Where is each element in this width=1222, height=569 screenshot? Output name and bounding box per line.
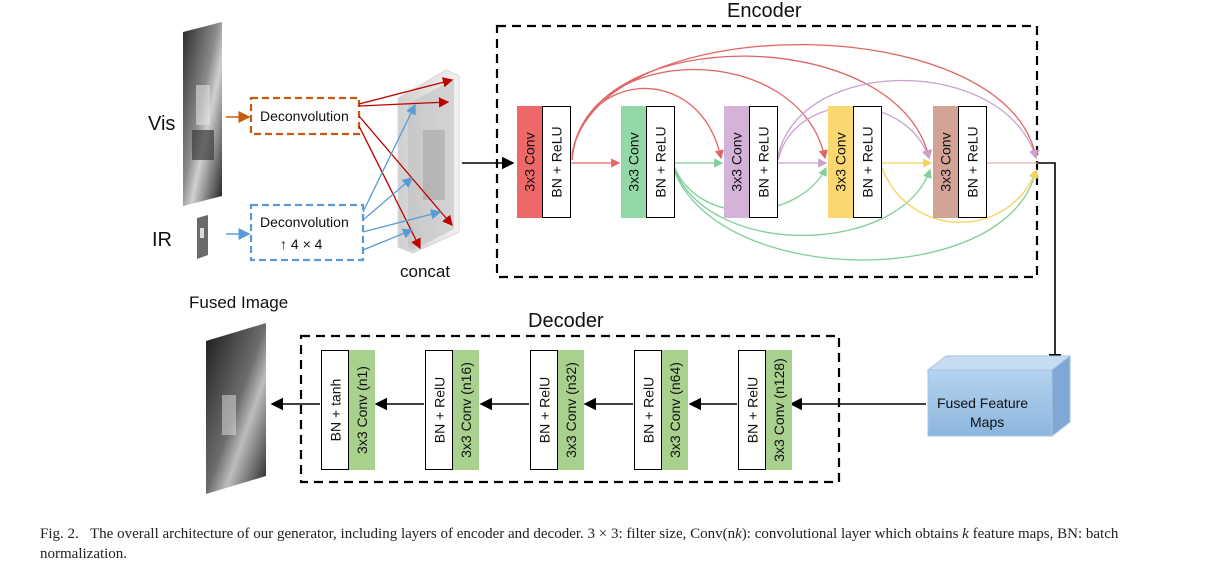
decoder-block-2-conv: 3x3 Conv (n16): [453, 350, 479, 470]
deconv-ir-frame: [249, 203, 365, 262]
encoder-block-3: 3x3 Conv BN + ReLU: [724, 106, 778, 218]
encoder-block-2-norm: BN + ReLU: [646, 106, 675, 218]
decoder-block-1-conv: 3x3 Conv (n1): [349, 350, 375, 470]
ir-image: [197, 215, 208, 259]
decoder-block-4-norm-label: BN + RelU: [640, 376, 656, 444]
decoder-frame: [299, 334, 841, 484]
decoder-block-3-conv: 3x3 Conv (n32): [558, 350, 584, 470]
figure-caption: Fig. 2. The overall architecture of our …: [40, 524, 1190, 564]
decoder-block-2-norm: BN + RelU: [425, 350, 453, 470]
caption-text-3: feature maps, BN: batch normalization.: [40, 526, 1119, 562]
deconv-vis-label: Deconvolution: [260, 108, 349, 124]
ir-fanout-arrows: [362, 103, 442, 251]
decoder-block-5: BN + RelU 3x3 Conv (n128): [738, 350, 792, 470]
encoder-block-2: 3x3 Conv BN + ReLU: [621, 106, 675, 218]
encoder-block-5-conv: 3x3 Conv: [933, 106, 958, 218]
fused-feature-maps-label-1: Fused Feature: [937, 395, 1029, 411]
decoder-block-2-norm-label: BN + RelU: [431, 376, 447, 444]
encoder-to-ffm-arrow: [1038, 162, 1062, 367]
encoder-block-3-norm: BN + ReLU: [749, 106, 778, 218]
decoder-block-4-conv-label: 3x3 Conv (n64): [667, 362, 683, 458]
encoder-block-1-norm: BN + ReLU: [542, 106, 571, 218]
concat-label: concat: [400, 262, 451, 281]
decoder-block-4-norm: BN + RelU: [634, 350, 662, 470]
encoder-block-3-conv: 3x3 Conv: [724, 106, 749, 218]
encoder-block-1-conv: 3x3 Conv: [517, 106, 542, 218]
encoder-block-2-conv-label: 3x3 Conv: [625, 132, 642, 192]
decoder-block-3-norm-label: BN + RelU: [536, 376, 552, 444]
fused-feature-maps-label-2: Maps: [970, 414, 1005, 430]
decoder-block-5-conv: 3x3 Conv (n128): [766, 350, 792, 470]
decoder-block-4-conv: 3x3 Conv (n64): [662, 350, 688, 470]
encoder-block-2-conv: 3x3 Conv: [621, 106, 646, 218]
ir-label: IR: [152, 229, 172, 251]
encoder-block-3-norm-label: BN + ReLU: [755, 126, 772, 198]
encoder-block-1-norm-label: BN + ReLU: [548, 126, 565, 198]
vis-image: [183, 22, 222, 206]
decoder-block-2-conv-label: 3x3 Conv (n16): [458, 362, 474, 458]
encoder-block-1: 3x3 Conv BN + ReLU: [517, 106, 571, 218]
deconv-ir-label: Deconvolution: [260, 214, 349, 230]
encoder-block-5-norm-label: BN + ReLU: [964, 126, 981, 198]
decoder-block-3-conv-label: 3x3 Conv (n32): [563, 362, 579, 458]
concat-stack: [397, 69, 460, 254]
decoder-block-5-conv-label: 3x3 Conv (n128): [771, 358, 788, 462]
encoder-block-2-norm-label: BN + ReLU: [652, 126, 669, 198]
caption-text-2: ): convolutional layer which obtains: [741, 526, 963, 542]
decoder-block-1-norm-label: BN + tanh: [327, 378, 343, 442]
decoder-block-5-norm: BN + RelU: [738, 350, 766, 470]
fused-image-label: Fused Image: [189, 293, 289, 312]
encoder-block-5-norm: BN + ReLU: [958, 106, 987, 218]
decoder-block-3: BN + RelU 3x3 Conv (n32): [530, 350, 584, 470]
encoder-block-4-norm-label: BN + ReLU: [859, 126, 876, 198]
encoder-block-4-conv-label: 3x3 Conv: [832, 132, 849, 192]
decoder-title: Decoder: [528, 310, 604, 332]
fused-image: [206, 323, 266, 494]
encoder-block-4-norm: BN + ReLU: [853, 106, 882, 218]
encoder-title: Encoder: [727, 0, 802, 22]
caption-prefix: Fig. 2.: [40, 526, 79, 542]
decoder-block-4: BN + RelU 3x3 Conv (n64): [634, 350, 688, 470]
decoder-block-1-norm: BN + tanh: [321, 350, 349, 470]
caption-italic-2: k: [962, 526, 969, 542]
encoder-block-5: 3x3 Conv BN + ReLU: [933, 106, 987, 218]
fused-feature-maps-box: [926, 354, 1072, 438]
decoder-block-1: BN + tanh 3x3 Conv (n1): [321, 350, 375, 470]
encoder-block-1-conv-label: 3x3 Conv: [521, 132, 538, 192]
encoder-block-3-conv-label: 3x3 Conv: [728, 132, 745, 192]
purple-skip-arcs: [777, 79, 1039, 161]
caption-text-1: The overall architecture of our generato…: [90, 526, 736, 542]
decoder-block-2: BN + RelU 3x3 Conv (n16): [425, 350, 479, 470]
deconv-ir-sublabel: ↑ 4 × 4: [280, 236, 323, 252]
vis-label: Vis: [148, 113, 176, 135]
caption-italic-1: k: [735, 526, 742, 542]
decoder-block-3-norm: BN + RelU: [530, 350, 558, 470]
encoder-block-4: 3x3 Conv BN + ReLU: [828, 106, 882, 218]
decoder-block-1-conv-label: 3x3 Conv (n1): [354, 366, 370, 454]
decoder-block-5-norm-label: BN + RelU: [744, 376, 760, 444]
yellow-skip-arcs: [881, 167, 1038, 223]
encoder-block-4-conv: 3x3 Conv: [828, 106, 853, 218]
vis-fanout-arrows: [358, 77, 454, 250]
red-skip-arcs: [571, 44, 1040, 161]
encoder-block-5-conv-label: 3x3 Conv: [937, 132, 954, 192]
